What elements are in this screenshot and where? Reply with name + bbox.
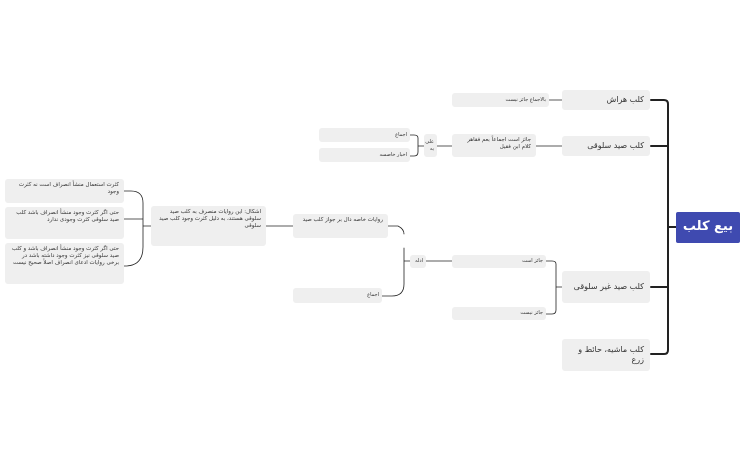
node-kalb-haras[interactable]: کلب هراش: [562, 90, 650, 110]
node-ghayr-ja-iz[interactable]: جائز نیست: [452, 307, 546, 320]
ghayr-brace: [545, 260, 563, 315]
node-answer-2[interactable]: حتی اگر کثرت وجود منشأ انصراف باشد کلب ص…: [5, 207, 124, 239]
node-kalb-sayd-saluqi[interactable]: کلب صید سلوقی: [562, 136, 650, 156]
adilla-brace: [381, 225, 411, 297]
node-kalb-mashiya[interactable]: کلب ماشیه، حائط و زرع: [562, 339, 650, 371]
node-ja-iz[interactable]: جائز است: [452, 255, 546, 268]
node-kalb-ghayr-saluqi[interactable]: کلب صید غیر سلوقی: [562, 271, 650, 303]
node-riwayat[interactable]: روایات خاصه دال بر جواز کلب صید: [293, 214, 388, 238]
sayd-brace: [409, 134, 425, 157]
node-kalb-sayd-ruling[interactable]: جائز است اجماعاً بعم فقاهر کلام ابن فقیل: [452, 134, 536, 157]
node-kalb-sayd-akhbar[interactable]: اخبار خاصسه: [319, 148, 410, 162]
node-answer-3[interactable]: حتی اگر کثرت وجود منشأ انصراف باشد و کلب…: [5, 243, 124, 284]
node-kalb-sayd-ijma[interactable]: اجماع: [319, 128, 410, 142]
root-trunk: [650, 99, 677, 355]
node-kalb-sayd-mark[interactable]: علی یه: [424, 134, 437, 157]
node-adilla[interactable]: ادله: [410, 255, 426, 268]
node-answer-1[interactable]: کثرت استعمال منشأ انصراف است نه کثرت وجو…: [5, 179, 124, 203]
ishkal-brace: [119, 190, 152, 267]
root-node-kalb-sale[interactable]: بیع کلب: [676, 212, 740, 243]
node-ijma[interactable]: اجماع: [293, 288, 382, 303]
node-kalb-haras-ruling[interactable]: بالاجماع جائز نیست: [452, 93, 549, 107]
node-ishkal[interactable]: اشکال: این روایات منصرف به کلب صید سلوقی…: [151, 206, 266, 246]
